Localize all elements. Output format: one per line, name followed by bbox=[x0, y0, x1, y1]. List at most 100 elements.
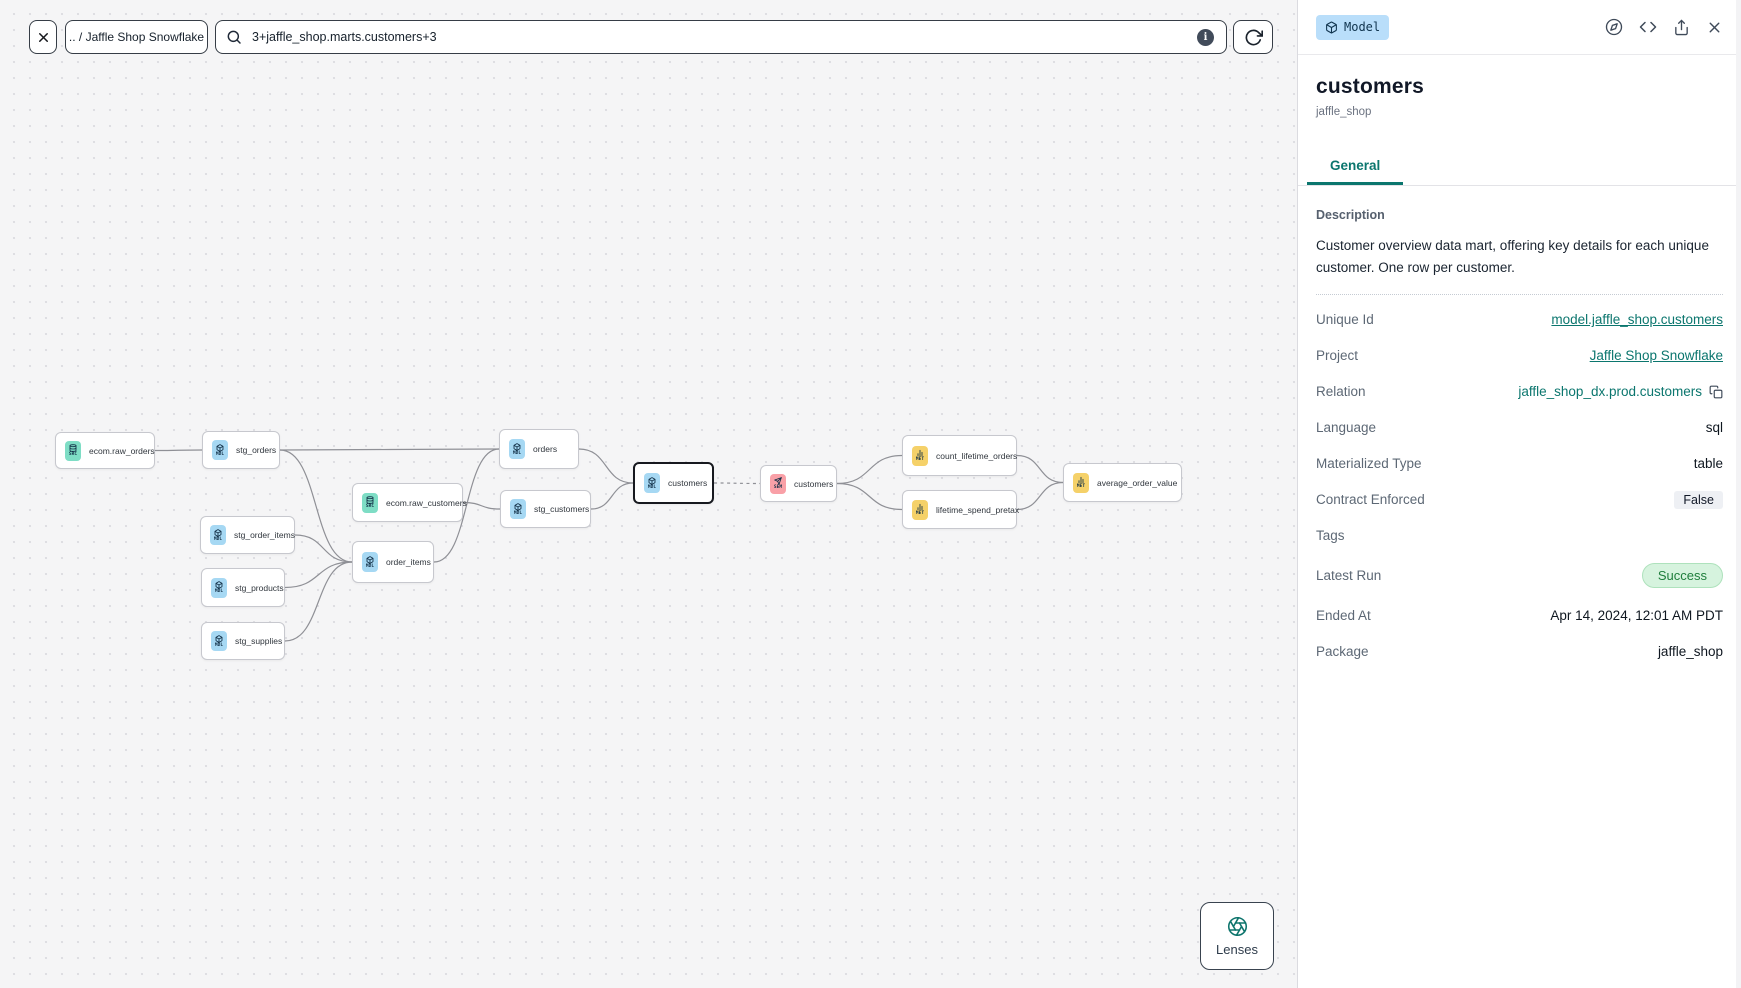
node-label: stg_customers bbox=[534, 504, 590, 514]
panel-scrollbar[interactable] bbox=[1736, 0, 1741, 988]
cube-icon bbox=[214, 528, 222, 537]
edge-customers-to-customers_sem bbox=[713, 482, 761, 485]
node-label: stg_supplies bbox=[235, 636, 283, 646]
node-type-badge: MDL bbox=[362, 552, 378, 572]
node-type-badge: SRC bbox=[65, 440, 81, 461]
row-label: Latest Run bbox=[1316, 568, 1382, 584]
node-label: average_order_value bbox=[1097, 477, 1178, 488]
node-type-badge: MDL bbox=[210, 525, 226, 545]
copy-button[interactable] bbox=[1709, 385, 1723, 399]
cube-icon bbox=[1326, 21, 1337, 34]
paper-plane-icon bbox=[774, 477, 782, 485]
copy-icon bbox=[1709, 385, 1723, 399]
lenses-label: Lenses bbox=[1216, 941, 1258, 957]
refresh-icon bbox=[1245, 29, 1263, 45]
edge-customers_sem-to-lifetime_spend_pretax bbox=[836, 482, 903, 511]
node-type-badge: MDL bbox=[644, 473, 660, 493]
node-label: order_items bbox=[386, 557, 431, 567]
close-lineage-button[interactable] bbox=[29, 20, 57, 54]
lenses-button[interactable]: Lenses bbox=[1200, 902, 1274, 970]
info-icon[interactable]: i bbox=[1197, 28, 1214, 46]
close-icon bbox=[1709, 22, 1720, 32]
description-text: Customer overview data mart, offering ke… bbox=[1316, 238, 1709, 275]
edge-lifetime_spend_pretax-to-average_order_value bbox=[1016, 481, 1064, 511]
row-label: Ended At bbox=[1316, 608, 1371, 624]
row-label: Materialized Type bbox=[1316, 456, 1422, 472]
breadcrumb[interactable]: .. / Jaffle Shop Snowflake bbox=[65, 20, 208, 54]
row-label: Package bbox=[1316, 644, 1369, 660]
edge-order_items-to-orders bbox=[433, 448, 500, 563]
share-button[interactable] bbox=[1673, 19, 1690, 36]
tab-bar: General bbox=[1298, 149, 1741, 186]
bar-chart-icon bbox=[1078, 476, 1084, 484]
close-panel-button[interactable] bbox=[1706, 19, 1723, 36]
node-label: stg_products bbox=[235, 582, 284, 593]
edge-raw_customers-to-stg_customers bbox=[462, 501, 501, 510]
resource-type-badge: Model bbox=[1316, 14, 1390, 40]
database-icon bbox=[366, 496, 374, 504]
detail-row: Project Jaffle Shop Snowflake bbox=[1316, 338, 1723, 374]
row-label: Project bbox=[1316, 348, 1359, 364]
lineage-search: i bbox=[215, 20, 1227, 54]
explore-icon bbox=[1605, 18, 1623, 36]
search-icon bbox=[227, 30, 241, 44]
cube-icon bbox=[216, 443, 224, 452]
package-subtitle: jaffle_shop bbox=[1316, 106, 1372, 118]
node-label: lifetime_spend_pretax bbox=[936, 504, 1020, 515]
detail-row: Unique Id model.jaffle_shop.customers bbox=[1316, 302, 1723, 338]
edge-raw_orders-to-stg_orders bbox=[154, 449, 203, 452]
edge-count_lifetime_orders-to-average_order_value bbox=[1016, 454, 1064, 484]
detail-row: Tags bbox=[1316, 518, 1723, 554]
edge-stg_supplies-to-order_items bbox=[284, 561, 353, 642]
graph-node-customers[interactable]: MDL customers bbox=[633, 462, 714, 504]
view-code-button[interactable] bbox=[1639, 18, 1657, 36]
value-link[interactable]: model.jaffle_shop.customers bbox=[1551, 312, 1723, 328]
graph-node-raw_orders[interactable]: SRC ecom.raw_orders bbox=[55, 432, 155, 469]
tab-general[interactable]: General bbox=[1307, 149, 1404, 185]
node-type-badge: MDL bbox=[211, 631, 227, 651]
graph-node-order_items[interactable]: MDL order_items bbox=[352, 541, 434, 583]
graph-node-lifetime_spend_pretax[interactable]: MET lifetime_spend_pretax bbox=[902, 490, 1020, 529]
search-input[interactable] bbox=[215, 20, 1227, 54]
node-type-badge: MET bbox=[912, 499, 928, 520]
node-label: customers bbox=[668, 478, 708, 488]
cube-icon bbox=[514, 502, 522, 511]
cube-icon bbox=[366, 555, 374, 564]
edge-stg_orders-to-orders bbox=[279, 448, 500, 451]
row-label: Unique Id bbox=[1316, 312, 1374, 328]
status-badge: Success bbox=[1641, 563, 1723, 589]
description-section-label: Description bbox=[1316, 208, 1385, 222]
graph-node-stg_customers[interactable]: MDL stg_customers bbox=[500, 490, 591, 528]
graph-node-stg_supplies[interactable]: MDL stg_supplies bbox=[201, 622, 285, 660]
node-type-badge: MDL bbox=[510, 499, 526, 519]
value-text: Apr 14, 2024, 12:01 AM PDT bbox=[1550, 608, 1723, 624]
value-link[interactable]: Jaffle Shop Snowflake bbox=[1589, 348, 1723, 364]
edge-stg_customers-to-customers bbox=[590, 482, 634, 510]
explore-button[interactable] bbox=[1605, 18, 1623, 36]
page-title: customers bbox=[1316, 75, 1425, 98]
node-label: ecom.raw_orders bbox=[89, 445, 155, 456]
refresh-button[interactable] bbox=[1233, 20, 1273, 54]
node-label: orders bbox=[533, 444, 558, 454]
node-label: ecom.raw_customers bbox=[386, 497, 467, 508]
edge-stg_products-to-order_items bbox=[284, 561, 353, 589]
cube-icon bbox=[215, 634, 223, 643]
breadcrumb-label: .. / Jaffle Shop Snowflake bbox=[68, 30, 205, 44]
edge-orders-to-customers bbox=[578, 448, 634, 484]
divider bbox=[1316, 293, 1723, 295]
detail-row: Ended At Apr 14, 2024, 12:01 AM PDT bbox=[1316, 598, 1723, 634]
value-text: jaffle_shop bbox=[1657, 644, 1723, 660]
